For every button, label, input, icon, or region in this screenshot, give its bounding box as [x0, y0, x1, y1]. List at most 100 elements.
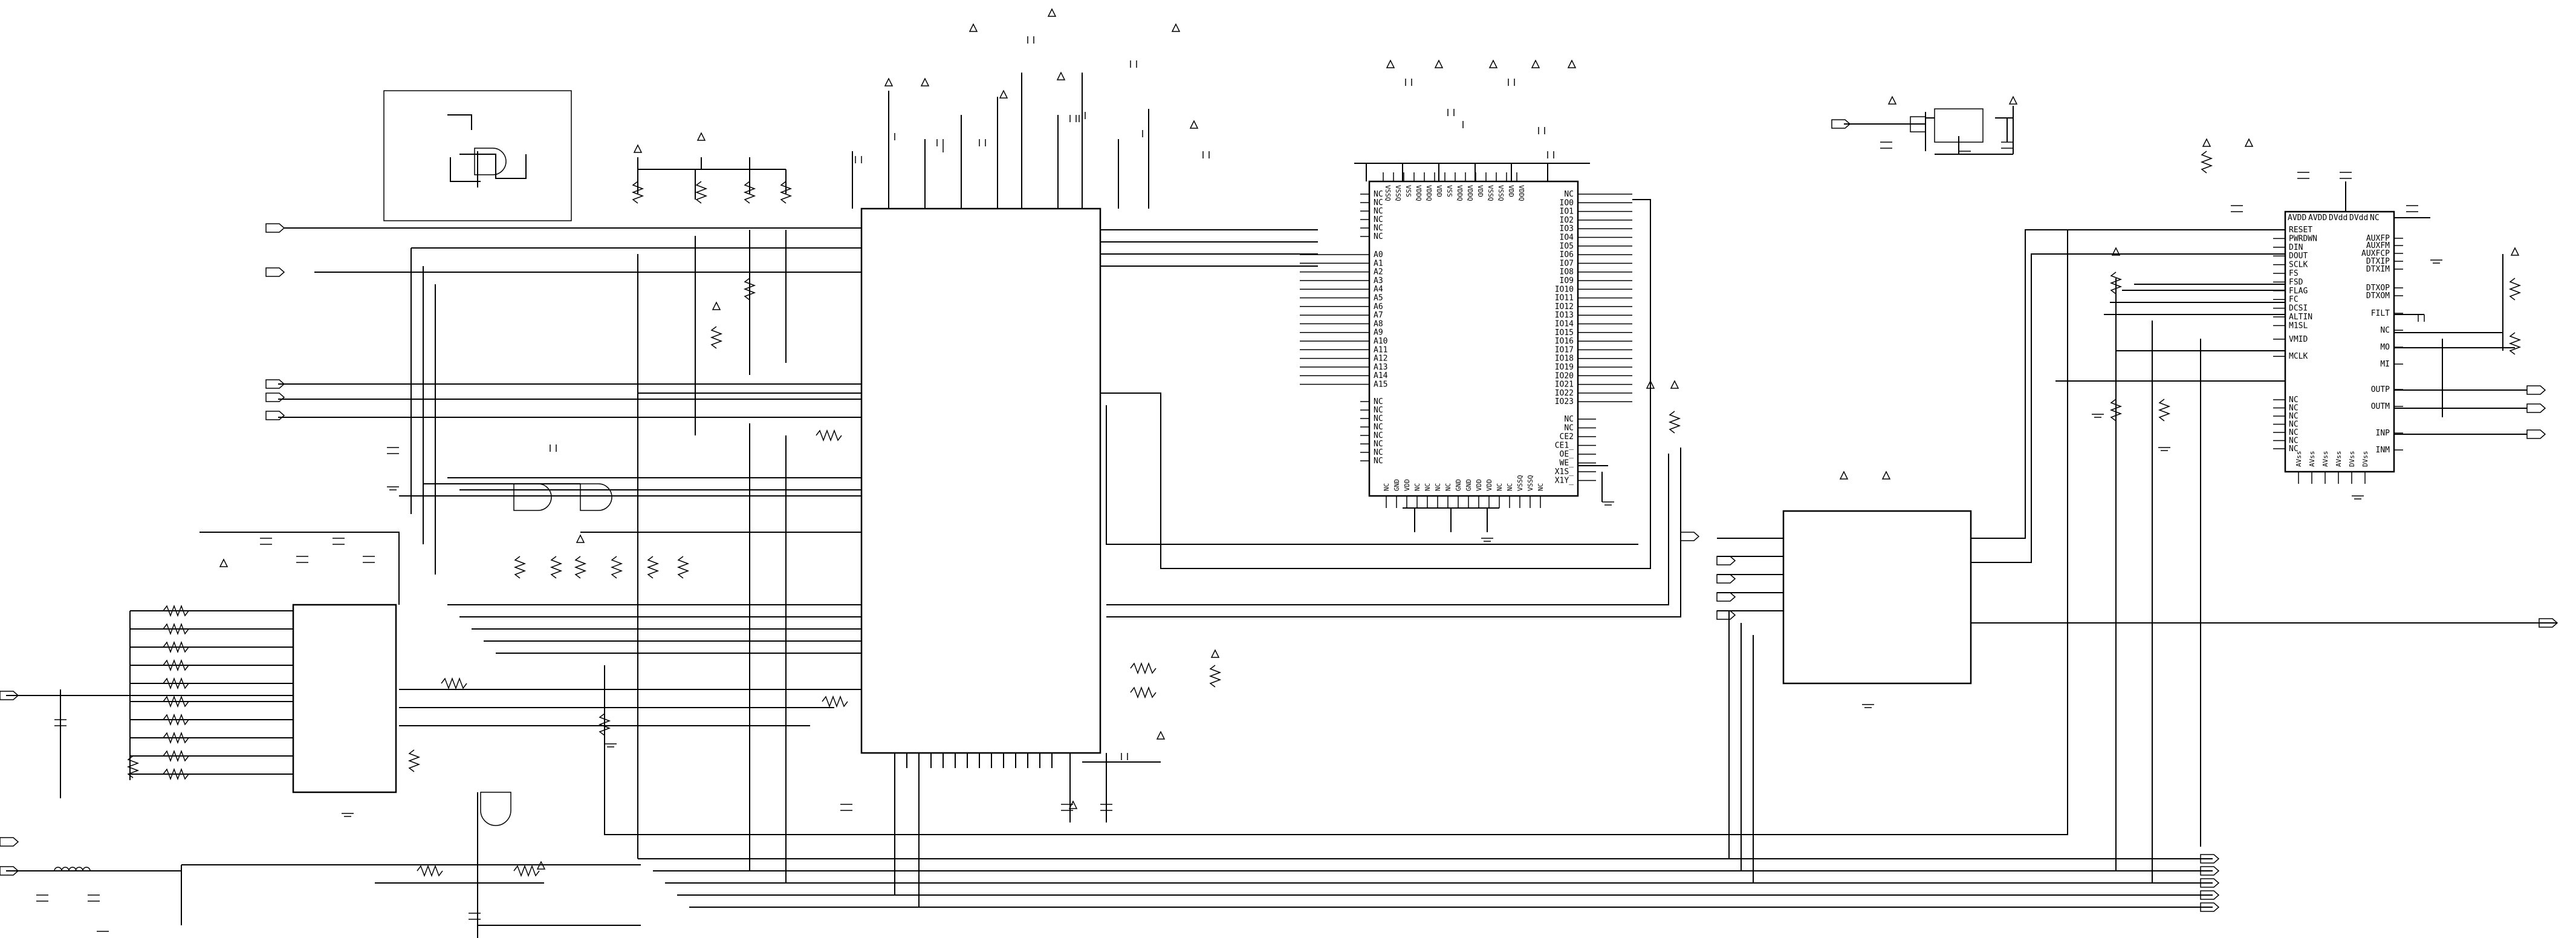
- sram-io-pin-label: IO19: [1555, 363, 1574, 372]
- sram-pin-label: NC: [1374, 448, 1383, 457]
- sram-address-pin-label: A9: [1374, 328, 1383, 337]
- codec-left-pin-label: NC: [2289, 437, 2299, 446]
- sram-address-pin-label: A7: [1374, 311, 1383, 320]
- sram-bottom-pin-label: NC: [1434, 483, 1442, 491]
- sram-io-pin-label: IO15: [1555, 328, 1574, 337]
- sram-pin-label: NC: [1374, 423, 1383, 432]
- sram-pin-label: NC: [1374, 397, 1383, 406]
- sram-io-pin-label: IO16: [1555, 337, 1574, 346]
- sram-address-pin-label: A2: [1374, 268, 1383, 277]
- codec-right-pin-label: DTXOP: [2366, 284, 2390, 293]
- sram-power-pin-label: VDD: [1476, 185, 1484, 197]
- sram-io-pin-label: IO8: [1560, 268, 1574, 277]
- sram-pin-label: NC: [1374, 457, 1383, 466]
- sram-control-pin-label: NC: [1564, 415, 1574, 424]
- sram-bottom-pin-label: NC: [1444, 483, 1452, 491]
- sram-io-pin-label: IO4: [1560, 233, 1574, 243]
- codec-right-pin-label: MO: [2380, 343, 2390, 352]
- sram-power-pin-label: VDD: [1435, 185, 1443, 197]
- sram-bottom-pin-label: VDD: [1485, 479, 1493, 491]
- sram-io-pin-label: NC: [1564, 190, 1574, 199]
- sram-pin-label: NC: [1374, 198, 1383, 207]
- sram-pin-label: NC: [1374, 207, 1383, 216]
- components: [36, 36, 2522, 920]
- sram-io-pin-label: IO14: [1555, 320, 1574, 329]
- sram-address-pin-label: A0: [1374, 250, 1383, 259]
- codec-left-pin-label: NC: [2289, 420, 2299, 429]
- sram-pin-label: NC: [1374, 190, 1383, 199]
- codec-bottom-pin-label: DVss: [2361, 451, 2369, 467]
- fpga-chip: [860, 207, 1101, 754]
- sram-pin-label: NC: [1374, 232, 1383, 241]
- sram-address-pin-label: A15: [1374, 380, 1387, 389]
- sram-bottom-pin-label: GND: [1465, 479, 1473, 491]
- sram-bottom-pin-label: VSSQ: [1526, 475, 1534, 492]
- codec-bottom-pin-label: DVss: [2348, 451, 2356, 467]
- codec-top-pin-label: AVDD: [2308, 213, 2327, 223]
- sram-bottom-pin-label: NC: [1424, 483, 1432, 491]
- sram-io-pin-label: IO9: [1560, 276, 1574, 285]
- sram-pin-label: NC: [1374, 406, 1383, 415]
- sram-bottom-pin-label: NC: [1383, 483, 1390, 491]
- codec-right-pin-label: AUXFCP: [2361, 249, 2390, 258]
- sram-control-pin-label: X1Y_: [1555, 477, 1574, 486]
- codec-top-pin-label: NC: [2370, 213, 2380, 223]
- codec-right-pin-label: DTXOM: [2366, 291, 2390, 301]
- codec-bottom-pin-label: AVss: [2295, 451, 2303, 467]
- sram-bottom-pin-label: NC: [1496, 483, 1504, 491]
- codec-left-pin-label: PWRDWN: [2289, 234, 2317, 243]
- codec-left-pin-label: FLAG: [2289, 287, 2308, 296]
- codec-right-pin-label: INP: [2376, 429, 2390, 438]
- codec-left-pin-label: FS: [2289, 269, 2299, 278]
- sram-power-pin-label: VDDQ: [1466, 185, 1474, 201]
- codec-left-pin-label: NC: [2289, 404, 2299, 413]
- sram-power-pin-label: VDD: [1507, 185, 1515, 197]
- sram-control-pin-label: CE2: [1560, 432, 1574, 441]
- sram-bottom-pin-label: VSSQ: [1516, 475, 1524, 492]
- codec-left-pin-label: M1SL: [2289, 321, 2308, 330]
- interface-ic: [1782, 510, 1972, 685]
- codec-left-pin-label: FSD: [2289, 278, 2303, 287]
- sram-control-pin-label: OE_: [1560, 450, 1574, 459]
- sram-power-pin-label: VDDQ: [1517, 185, 1525, 201]
- sram-address-pin-label: A4: [1374, 285, 1383, 294]
- sram-address-pin-label: A10: [1374, 337, 1387, 346]
- sram-io-pin-label: IO18: [1555, 354, 1574, 363]
- sram-bottom-pin-label: GND: [1455, 479, 1462, 491]
- inset-box: [383, 90, 572, 221]
- sram-io-pin-label: IO12: [1555, 302, 1574, 311]
- sram-bottom-pin-label: VDD: [1403, 479, 1411, 491]
- sram-control-pin-label: WE_: [1560, 459, 1574, 468]
- sram-address-pin-label: A1: [1374, 259, 1383, 268]
- sram-address-pin-label: A8: [1374, 319, 1383, 328]
- codec-left-pin-label: FC: [2289, 295, 2299, 304]
- codec-right-pin-label: MI: [2380, 360, 2390, 369]
- codec-bottom-pin-label: AVss: [2308, 451, 2316, 467]
- sram-io-pin-label: IO11: [1555, 294, 1574, 303]
- sram-address-pin-label: A12: [1374, 354, 1387, 363]
- codec-left-pin-label: DOUT: [2289, 252, 2308, 261]
- sram-bottom-pin-label: VDD: [1475, 479, 1483, 491]
- sram-io-pin-label: IO17: [1555, 345, 1574, 354]
- sram-power-pin-label: VDDQ: [1456, 185, 1464, 201]
- sram-pin-label: NC: [1374, 224, 1383, 233]
- sram-power-pin-label: VSSQ: [1384, 185, 1392, 201]
- codec-left-pin-label: SCLK: [2289, 261, 2308, 270]
- codec-right-pin-label: FILT: [2371, 309, 2390, 318]
- sram-io-pin-label: IO21: [1555, 380, 1574, 389]
- sram-io-pin-label: IO1: [1560, 207, 1574, 217]
- sram-bottom-pin-label: NC: [1413, 483, 1421, 491]
- codec-right-pin-label: DTXIP: [2366, 257, 2390, 266]
- codec-top-pin-label: DVdd: [2329, 213, 2347, 223]
- sram-bottom-pin-label: NC: [1537, 483, 1545, 491]
- codec-right-pin-label: NC: [2380, 326, 2390, 335]
- sram-address-pin-label: A5: [1374, 294, 1383, 303]
- sram-io-pin-label: IO0: [1560, 198, 1574, 207]
- sram-control-pin-label: CE1_: [1555, 441, 1574, 451]
- codec-left-pin-label: NC: [2289, 428, 2299, 437]
- sram-address-pin-label: A3: [1374, 276, 1383, 285]
- codec-right-pin-label: OUTP: [2371, 385, 2390, 394]
- sram-bottom-pin-label: NC: [1506, 483, 1514, 491]
